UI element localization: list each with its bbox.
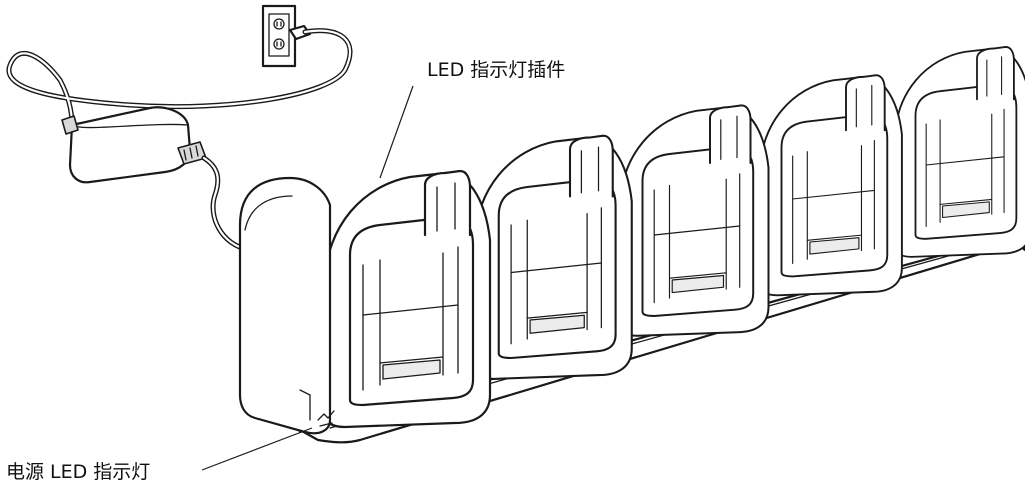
power-supply <box>61 106 207 184</box>
slot-3 <box>619 104 770 337</box>
wall-outlet <box>261 4 312 68</box>
slot-1 <box>323 169 492 429</box>
slot-2 <box>473 134 633 380</box>
ac-power-cord <box>6 28 353 128</box>
leader-line <box>379 85 414 179</box>
dc-cable <box>201 155 253 253</box>
slot-4 <box>759 74 903 297</box>
callout-power-led-label: 电源 LED 指示灯 <box>6 461 150 483</box>
callout-led-insert-label: LED 指示灯插件 <box>427 59 565 81</box>
leader-line <box>201 427 313 471</box>
callout-power-led: 电源 LED 指示灯 <box>6 427 313 483</box>
callout-led-indicator-insert: LED 指示灯插件 <box>379 59 565 179</box>
charging-cradle <box>238 46 1025 444</box>
power-led-icon <box>317 410 335 427</box>
slot-5 <box>894 46 1025 258</box>
